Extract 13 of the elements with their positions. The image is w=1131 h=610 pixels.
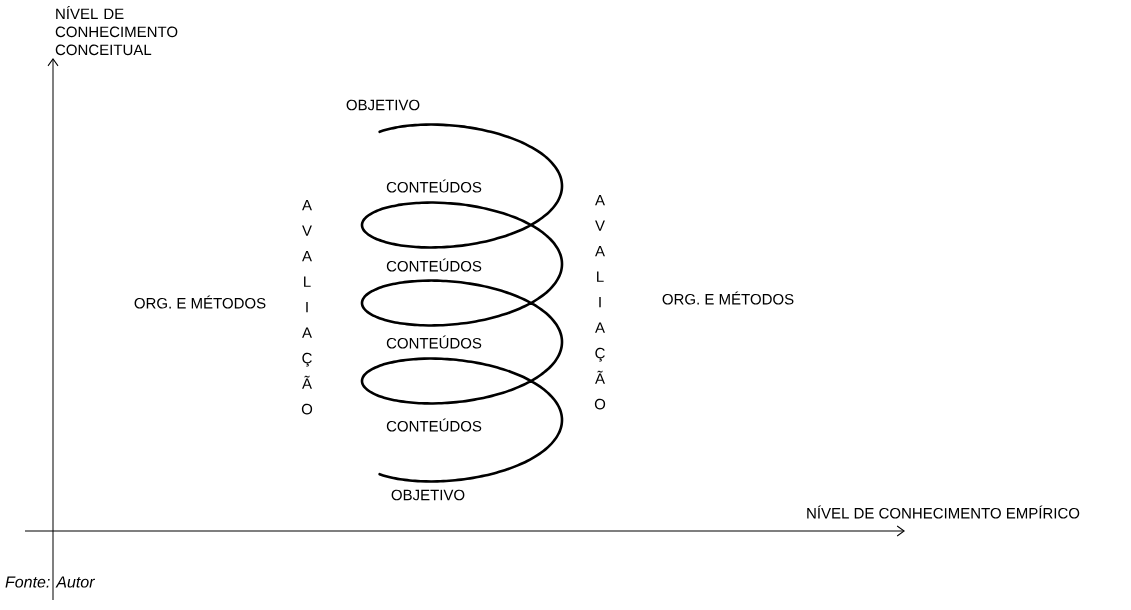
label: CONTEÚDOS (386, 335, 482, 349)
label: CONTEÚDOS (386, 179, 482, 193)
vertical-label: AVALIAÇÃO (594, 195, 606, 410)
label: NÍVEL DE CONHECIMENTO EMPÍRICO (807, 505, 1080, 519)
label: CONTEÚDOS (386, 258, 482, 272)
caption: Fonte: Autor (5, 576, 96, 588)
axis-label: NÍVEL DE CONHECIMENTO CONCEITUAL (55, 6, 178, 56)
label: CONTEÚDOS (386, 418, 482, 432)
label: OBJETIVO (391, 489, 465, 501)
label: OBJETIVO (346, 99, 420, 111)
label: ORG. E MÉTODOS (662, 291, 794, 305)
vertical-label: AVALIAÇÃO (301, 200, 313, 415)
label: ORG. E MÉTODOS (134, 295, 266, 309)
